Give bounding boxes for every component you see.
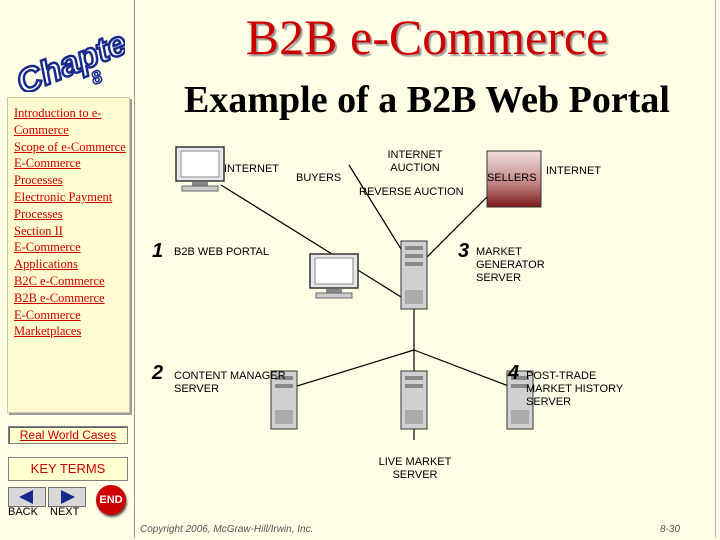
sidebar-link-marketplaces[interactable]: E-Commerce Marketplaces <box>14 307 82 339</box>
sidebar-link-b2b[interactable]: B2B e-Commerce <box>14 290 105 305</box>
sidebar-link-payment[interactable]: Electronic Payment Processes <box>14 189 113 221</box>
sidebar-link-processes[interactable]: E-Commerce Processes <box>14 156 81 188</box>
step-2-number: 2 <box>152 362 164 384</box>
sidebar-link-b2c[interactable]: B2C e-Commerce <box>14 273 105 288</box>
step-1-number: 1 <box>152 240 164 262</box>
post-trade-server-label: POST-TRADE MARKET HISTORY SERVER <box>526 370 623 408</box>
sellers-label: SELLERS <box>487 172 537 184</box>
sidebar-link-scope[interactable]: Scope of e-Commerce <box>14 139 126 154</box>
sellers-icon <box>486 150 542 208</box>
svg-text:Chapter: Chapter <box>11 18 125 92</box>
step-3-number: 3 <box>458 240 470 262</box>
live-market-server-icon <box>400 370 428 430</box>
internet-right-label: INTERNET <box>546 165 601 177</box>
back-button[interactable] <box>8 487 46 507</box>
footer-page-number: 8-30 <box>660 524 681 535</box>
market-generator-server-icon <box>400 240 428 310</box>
step-4-number: 4 <box>508 362 520 384</box>
portal-diagram: INTERNET BUYERS INTERNET AUCTION REVERSE… <box>134 0 720 540</box>
next-label: NEXT <box>50 506 80 518</box>
back-label: BACK <box>8 506 38 518</box>
buyer-computer-icon <box>175 146 225 192</box>
internet-left-label: INTERNET <box>224 163 279 175</box>
buyers-label: BUYERS <box>296 172 342 184</box>
sidebar-panel: Introduction to e-Commerce Scope of e-Co… <box>7 97 130 413</box>
next-button[interactable] <box>48 487 86 507</box>
content-manager-server-icon <box>270 370 298 430</box>
sidebar-link-applications[interactable]: E-Commerce Applications <box>14 240 81 272</box>
end-button[interactable]: END <box>96 485 126 515</box>
live-market-server-label: LIVE MARKET SERVER <box>378 456 452 481</box>
footer-copyright: Copyright 2006, McGraw-Hill/Irwin, Inc. <box>140 524 314 535</box>
real-world-cases-button[interactable]: Real World Cases <box>8 426 128 444</box>
sidebar-links: Introduction to e-Commerce Scope of e-Co… <box>14 105 126 340</box>
content-manager-server-label: CONTENT MANAGER SERVER <box>174 370 286 395</box>
market-generator-server-label: MARKET GENERATOR SERVER <box>476 246 545 284</box>
post-trade-server-icon <box>506 370 534 430</box>
reverse-auction-label: REVERSE AUCTION <box>359 186 464 198</box>
internet-auction-label: INTERNET AUCTION <box>387 149 443 174</box>
back-arrow-icon <box>19 490 33 504</box>
content-frame <box>134 0 716 538</box>
sidebar-link-intro[interactable]: Introduction to e-Commerce <box>14 106 102 137</box>
portal-user-computer-icon <box>309 253 359 299</box>
b2b-web-portal-label: B2B WEB PORTAL <box>174 246 269 258</box>
key-terms-button[interactable]: KEY TERMS <box>8 457 128 481</box>
next-arrow-icon <box>61 490 75 504</box>
slide-title: B2B e-Commerce <box>245 9 609 65</box>
chapter-logo: Chapter 8 <box>10 17 125 92</box>
slide-subtitle: Example of a B2B Web Portal <box>184 79 670 121</box>
sidebar-link-section-ii[interactable]: Section II <box>14 223 63 238</box>
